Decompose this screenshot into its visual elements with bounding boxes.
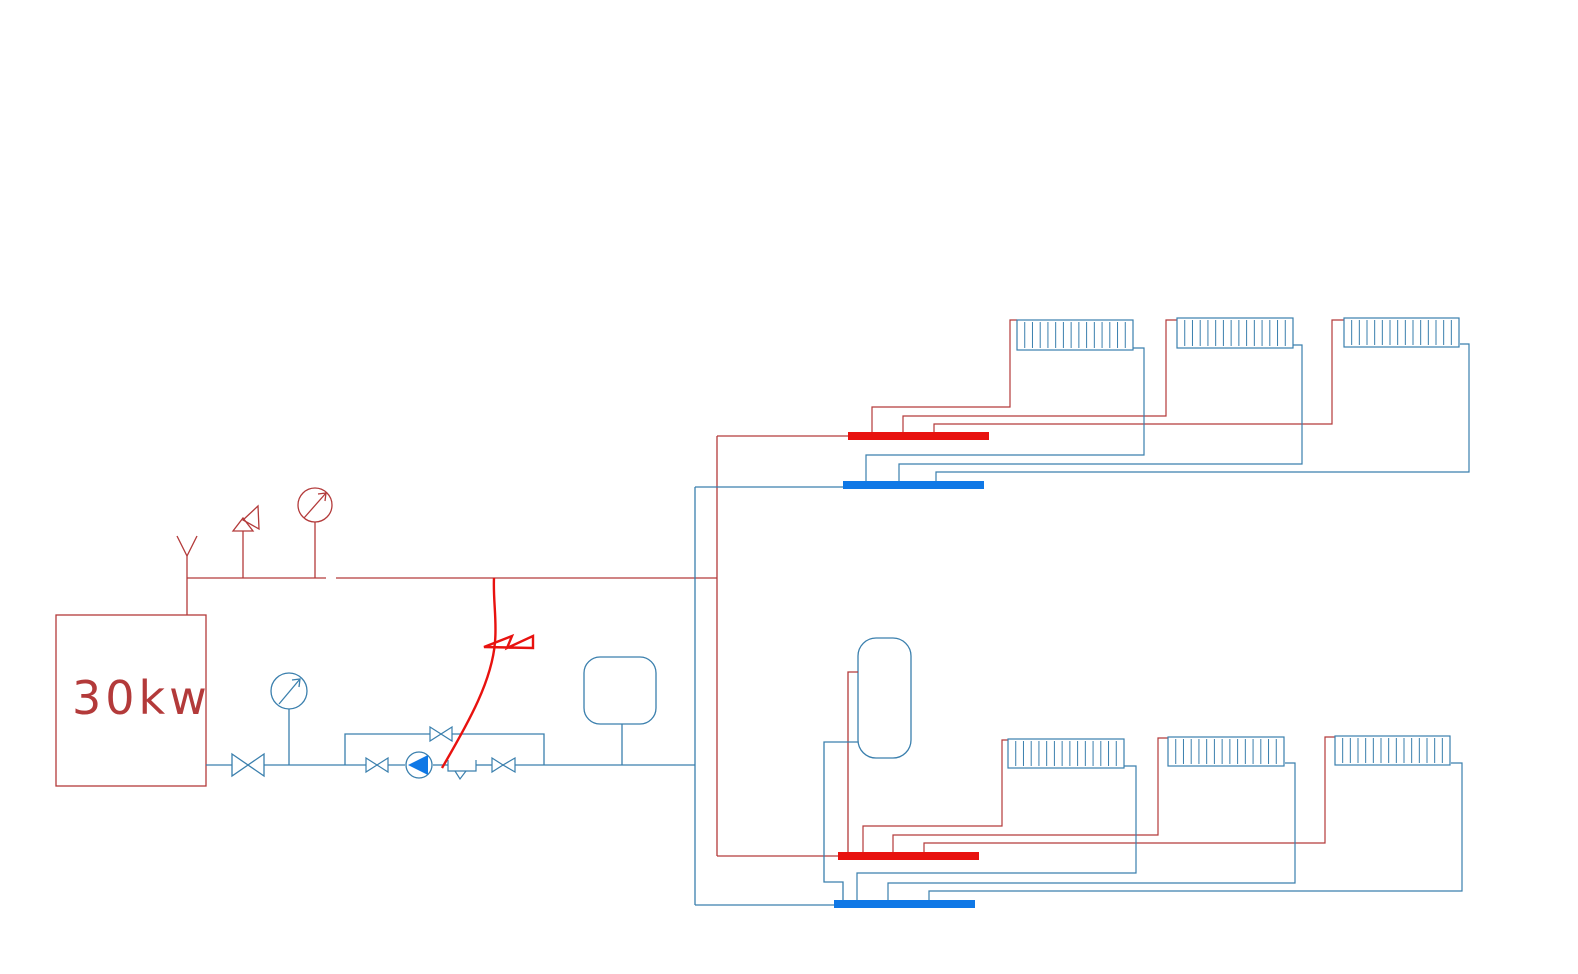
lower-supply-branches: [862, 736, 1335, 852]
buffer-tank-icon: [823, 637, 912, 905]
pressure-gauge-icon: [297, 487, 333, 578]
ball-valve-icon: [429, 725, 453, 743]
radiator-icon: [1016, 319, 1134, 351]
return-main-line: [206, 486, 843, 906]
radiator-icon: [1343, 317, 1460, 348]
expansion-tank-icon: [583, 656, 657, 765]
radiator-icon: [1167, 736, 1285, 767]
safety-valve-icon: [231, 504, 260, 578]
circulation-pump-icon: [405, 751, 433, 779]
upper-supply-manifold: [848, 432, 989, 440]
boiler: 30kw: [55, 614, 211, 787]
upper-supply-branches: [871, 319, 1344, 432]
boiler-capacity-label: 30kw: [72, 671, 211, 725]
pressure-gauge-icon: [270, 672, 308, 765]
lower-return-branches: [856, 762, 1463, 900]
strainer-icon: [447, 760, 477, 781]
radiator-icon: [1334, 735, 1451, 766]
radiator-icon: [1007, 738, 1125, 769]
ball-valve-icon: [365, 756, 389, 774]
upper-return-branches: [865, 343, 1470, 481]
radiator-icon: [1176, 317, 1294, 349]
lower-supply-manifold: [838, 852, 979, 860]
upper-return-manifold: [843, 481, 984, 489]
ball-valve-icon: [491, 756, 516, 774]
supply-main-line: [186, 435, 848, 857]
air-vent-icon: [176, 535, 198, 578]
sketch-bypass-line: [440, 577, 535, 769]
lower-return-manifold: [834, 900, 975, 908]
radiators: [1007, 317, 1460, 769]
ball-valve-icon: [231, 752, 265, 778]
